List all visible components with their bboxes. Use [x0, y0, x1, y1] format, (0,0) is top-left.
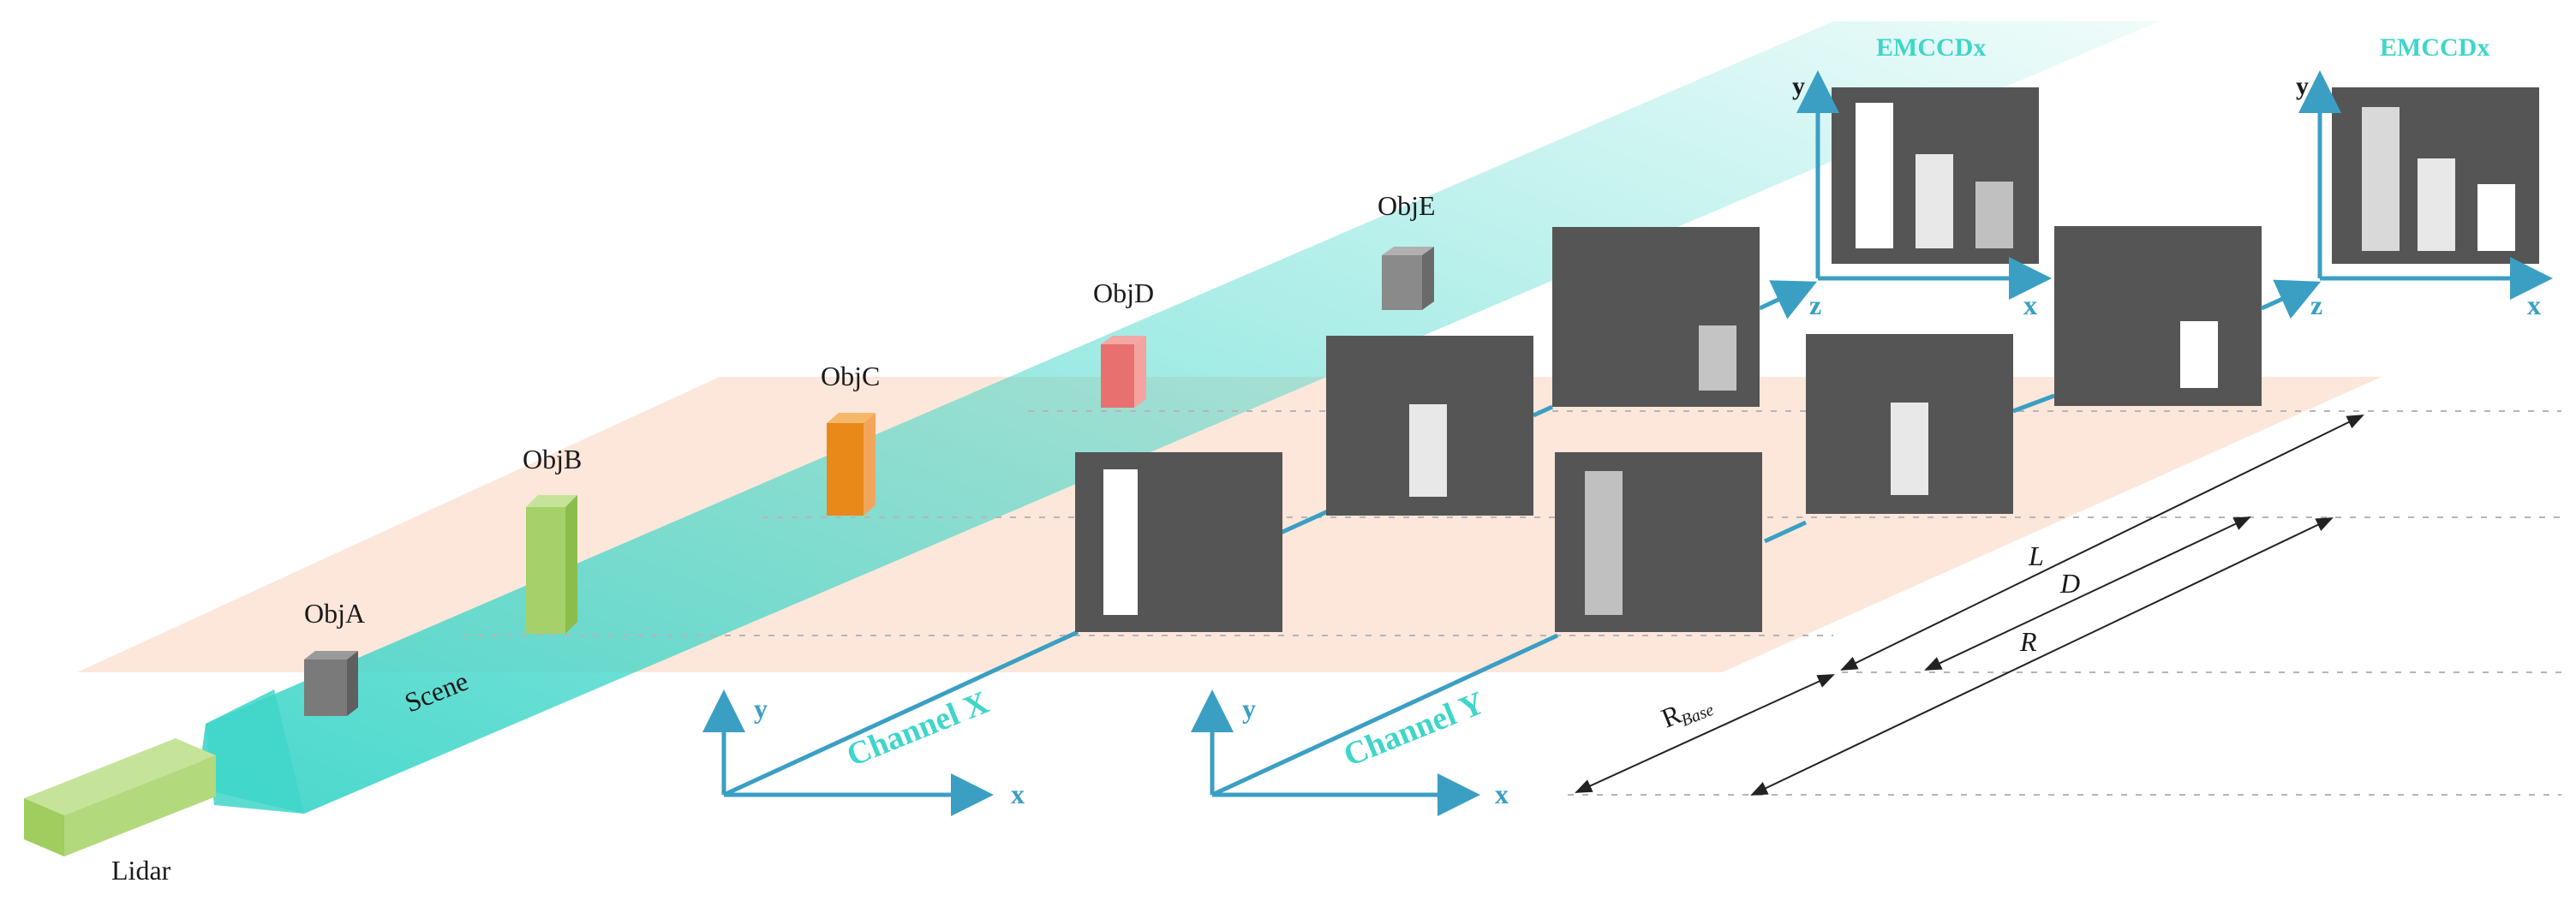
- emccd-2-label: EMCCDx: [2380, 33, 2489, 62]
- dimension-d-label: D: [2059, 568, 2080, 599]
- obj-a-label: ObjA: [304, 598, 365, 629]
- emccd-2-x-axis-label: x: [2527, 289, 2541, 320]
- scene-beam: [197, 21, 2159, 814]
- obj-c-cuboid-icon: [827, 413, 876, 516]
- emccd-1-x-axis-label: x: [2023, 289, 2037, 320]
- channel-x-panel-1: [1075, 452, 1282, 632]
- channel-y-panel-1: [1555, 452, 1762, 632]
- channel-x-x-axis-label: x: [1011, 779, 1025, 809]
- dimension-l-label: L: [2028, 540, 2044, 571]
- obj-b-cuboid-icon: [526, 495, 577, 634]
- lidar-label: Lidar: [111, 855, 171, 886]
- emccd-2-z-axis-label: z: [2310, 289, 2322, 320]
- channel-x-y-axis-label: y: [754, 693, 768, 724]
- dimension-lines: [1575, 415, 2364, 796]
- emccd-2-y-axis-label: y: [2296, 72, 2309, 100]
- channel-x-panel-2: [1326, 336, 1533, 516]
- obj-d-label: ObjD: [1093, 277, 1154, 308]
- emccd-panel-1: [1832, 87, 2039, 264]
- lidar-box-icon: [24, 738, 216, 856]
- channel-y-panel-2: [1806, 334, 2013, 514]
- obj-a-cuboid-icon: [304, 651, 358, 716]
- obj-e-label: ObjE: [1378, 190, 1436, 221]
- obj-e-cuboid-icon: [1382, 247, 1434, 310]
- channel-y-label: Channel Y: [1339, 685, 1490, 774]
- emccd-2-axes: [2298, 70, 2553, 300]
- channel-x-panel-3: [1552, 227, 1760, 407]
- dimension-rbase-label: R Base: [1657, 698, 1717, 734]
- emccd-panel-2: [2332, 87, 2539, 264]
- channel-y-y-axis-label: y: [1242, 693, 1256, 724]
- obj-d-cuboid-icon: [1101, 336, 1146, 408]
- emccd-1-axes: [1796, 70, 2052, 300]
- channel-y-panel-3: [2054, 226, 2262, 406]
- obj-b-label: ObjB: [523, 444, 582, 474]
- lidar-emitter-cone: [206, 689, 304, 814]
- emccd-1-label: EMCCDx: [1876, 33, 1986, 62]
- channel-y-x-axis-label: x: [1495, 779, 1509, 809]
- emccd-connectors: [1758, 279, 2322, 319]
- emccd-1-z-axis-label: z: [1809, 289, 1821, 320]
- dimension-r-label: R: [2019, 626, 2037, 657]
- channel-x-axes: [702, 404, 1554, 816]
- dimension-rbase-subscript: Base: [1678, 701, 1716, 731]
- emccd-1-y-axis-label: y: [1792, 72, 1805, 100]
- obj-c-label: ObjC: [821, 361, 880, 391]
